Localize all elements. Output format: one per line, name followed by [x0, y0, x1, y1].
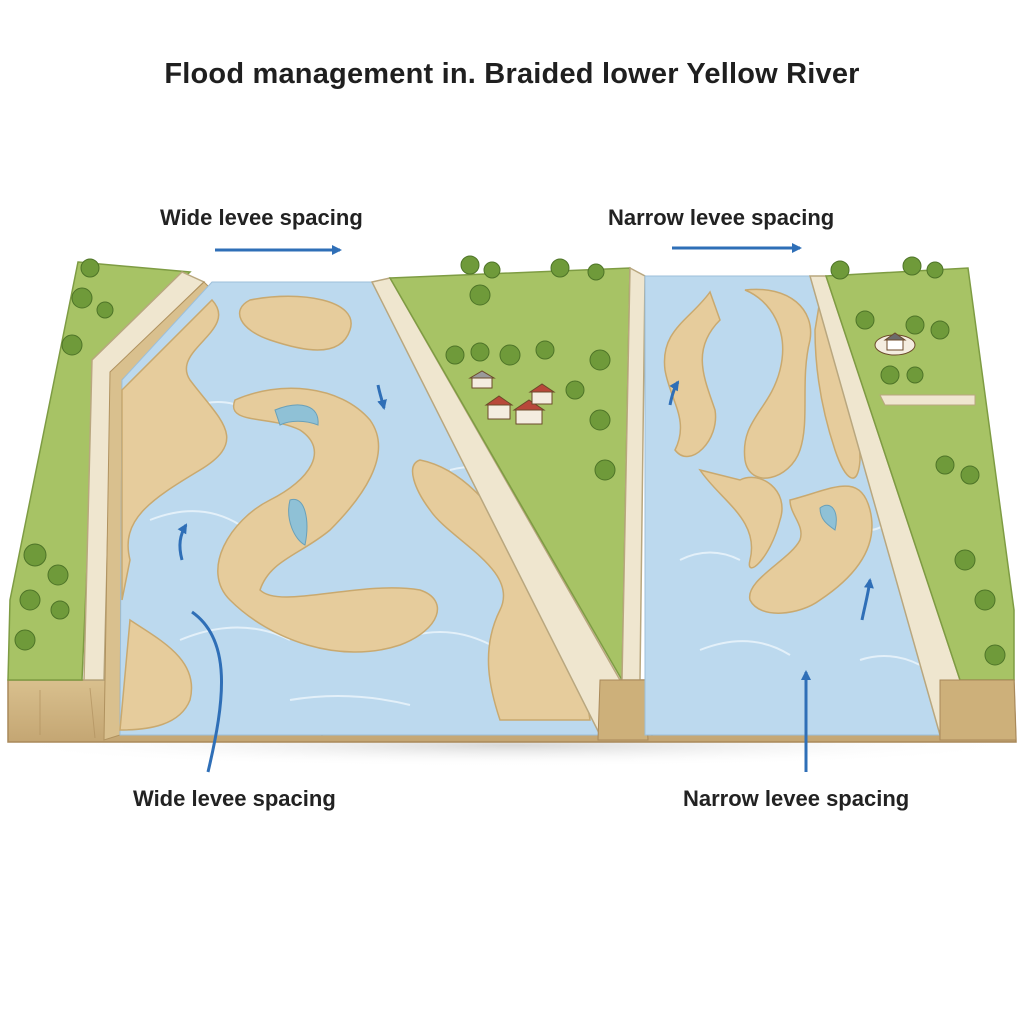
flow-arrow-wide-1 [177, 523, 188, 561]
arrow-bottom-left [191, 610, 223, 773]
sandbar-wide-center [217, 387, 439, 653]
trees-center [445, 255, 616, 481]
sandbar-wide-left [121, 298, 228, 601]
label-narrow-levee-top: Narrow levee spacing [608, 205, 835, 230]
sandbar-wide-bottom-left [119, 618, 193, 731]
sandbar-wide-upper [238, 295, 352, 351]
label-wide-levee-top: Wide levee spacing [160, 205, 363, 230]
trees-right [830, 256, 1006, 666]
pool-wide-2 [288, 498, 308, 546]
center-levee-front [597, 679, 649, 741]
flow-arrow-wide-2 [376, 384, 387, 410]
trees-left [14, 258, 114, 651]
pool-narrow-1 [819, 504, 837, 531]
sandbar-narrow-2 [743, 288, 812, 479]
label-narrow-levee-bottom: Narrow levee spacing [683, 786, 910, 811]
farm-right [874, 332, 916, 356]
sandbar-narrow-4 [749, 485, 873, 614]
levee-right-front [939, 679, 1017, 741]
flow-arrow-narrow-2 [860, 578, 874, 621]
village-center [468, 370, 556, 425]
label-wide-levee-bottom: Wide levee spacing [133, 786, 336, 811]
flow-arrow-narrow-1 [668, 380, 680, 406]
grass-bank-right [824, 267, 1015, 681]
sandbar-narrow-1 [663, 290, 721, 458]
wide-channel-water [119, 281, 601, 736]
pool-wide-1 [274, 404, 319, 426]
sandbar-narrow-3 [698, 468, 783, 569]
road-right [879, 394, 976, 406]
diagram-title: Flood management in. Braided lower Yello… [164, 58, 860, 90]
